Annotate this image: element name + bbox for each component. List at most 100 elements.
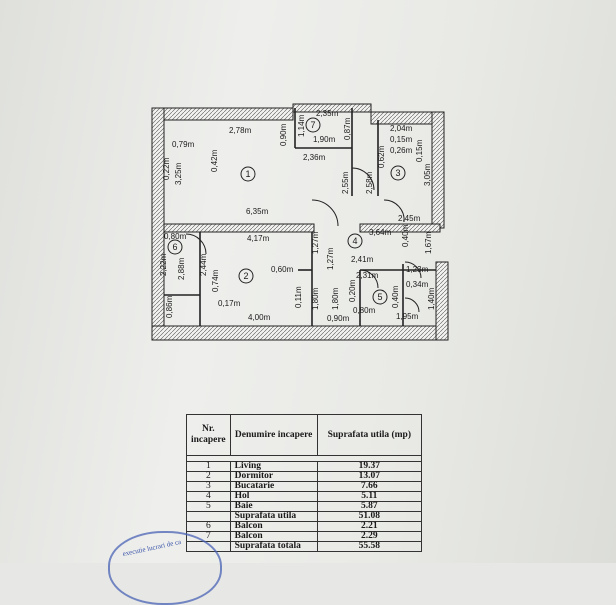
room-area: 2.29 xyxy=(316,531,423,542)
dimension-label: 0,26m xyxy=(390,146,413,155)
dimension-label: 2,55m xyxy=(341,171,350,194)
dimension-label: 1,27m xyxy=(311,231,320,254)
room-nr: 4 xyxy=(186,491,231,502)
room-numbers: 1 2 3 4 5 6 7 xyxy=(172,120,400,302)
dimension-label: 2,31m xyxy=(356,271,379,280)
dimension-label: 2,58m xyxy=(365,171,374,194)
dimension-label: 2,44m xyxy=(199,253,208,276)
dimension-label: 2,35m xyxy=(316,109,339,118)
room-name: Baie xyxy=(229,501,318,512)
dimension-label: 2,41m xyxy=(351,255,374,264)
dimension-label: 0,62m xyxy=(377,145,386,168)
room-nr: 1 xyxy=(186,461,231,472)
dimension-label: 1,90m xyxy=(313,135,336,144)
dimension-label: 0,80m xyxy=(353,306,376,315)
subtotal-row: Suprafata utila 51.08 xyxy=(186,511,423,522)
dimension-label: 4,00m xyxy=(248,313,271,322)
dimension-label: 1,67m xyxy=(424,231,433,254)
inner-walls xyxy=(164,108,436,326)
dimension-label: 1,14m xyxy=(297,114,306,137)
dimension-label: 1,40m xyxy=(427,287,436,310)
room-area: 13.07 xyxy=(316,471,423,482)
table-row: 2 Dormitor 13.07 xyxy=(186,471,423,482)
room-number-1: 1 xyxy=(245,169,250,179)
room-name: Balcon xyxy=(229,521,318,532)
room-name: Bucatarie xyxy=(229,481,318,492)
dimension-label: 2,88m xyxy=(177,257,186,280)
room-number-3: 3 xyxy=(395,168,400,178)
dimension-label: 0,74m xyxy=(211,269,220,292)
dimension-label: 0,87m xyxy=(343,117,352,140)
room-number-4: 4 xyxy=(352,236,357,246)
dimension-label: 0,22m xyxy=(162,157,171,180)
area-table: Nr. incapere Denumire incapere Suprafata… xyxy=(186,414,423,552)
dimension-label: 0,15m xyxy=(390,135,413,144)
dimension-label: 3,05m xyxy=(423,163,432,186)
room-number-6: 6 xyxy=(172,242,177,252)
dimension-label: 2,45m xyxy=(398,214,421,223)
total-value: 55.58 xyxy=(316,541,423,552)
table-row: 5 Baie 5.87 xyxy=(186,501,423,512)
total-label: Suprafata totala xyxy=(229,541,318,552)
room-area: 7.66 xyxy=(316,481,423,492)
room-number-2: 2 xyxy=(243,271,248,281)
dimension-label: 0,40m xyxy=(391,285,400,308)
dimension-label: 0,90m xyxy=(279,123,288,146)
room-area: 5.87 xyxy=(316,501,423,512)
room-nr: 6 xyxy=(186,521,231,532)
room-name: Dormitor xyxy=(229,471,318,482)
room-nr: 3 xyxy=(186,481,231,492)
column-header-name: Denumire incapere xyxy=(229,414,318,456)
dimension-label: 0,11m xyxy=(294,286,303,308)
dimension-label: 2,04m xyxy=(390,124,413,133)
dimension-label: 0,86m xyxy=(165,295,174,318)
dimension-label: 0,42m xyxy=(210,149,219,172)
room-area: 19.37 xyxy=(316,461,423,472)
column-header-area: Suprafata utila (mp) xyxy=(316,414,423,456)
dimension-label: 4,17m xyxy=(247,234,270,243)
column-header-nr: Nr. incapere xyxy=(186,414,231,456)
room-nr: 2 xyxy=(186,471,231,482)
room-area: 2.21 xyxy=(316,521,423,532)
door-swings xyxy=(185,167,422,313)
room-area: 5.11 xyxy=(316,491,423,502)
dimension-label: 1,95m xyxy=(396,312,419,321)
dimension-label: 0,80m xyxy=(164,232,187,241)
table-row: 1 Living 19.37 xyxy=(186,461,423,472)
dimension-label: 0,79m xyxy=(172,140,195,149)
floor-plan: 1 2 3 4 5 6 7 2,35m 1,14m 1,90m 0,87m 2,… xyxy=(151,103,449,341)
room-markers xyxy=(167,117,406,305)
room-name: Balcon xyxy=(229,531,318,542)
subtotal-value: 51.08 xyxy=(316,511,423,522)
dimension-label: 2,78m xyxy=(229,126,252,135)
table-row: 4 Hol 5.11 xyxy=(186,491,423,502)
dimension-label: 0,17m xyxy=(218,299,241,308)
outer-walls xyxy=(151,103,449,341)
room-number-5: 5 xyxy=(377,292,382,302)
dimension-label: 3,25m xyxy=(174,162,183,185)
room-nr: 5 xyxy=(186,501,231,512)
table-row: 6 Balcon 2.21 xyxy=(186,521,423,532)
dimension-label: 2,22m xyxy=(159,253,168,276)
dimension-label: 0,90m xyxy=(327,314,350,323)
table-header-row: Nr. incapere Denumire incapere Suprafata… xyxy=(186,414,423,456)
dimension-label: 0,60m xyxy=(271,265,294,274)
total-row: Suprafata totala 55.58 xyxy=(186,541,423,552)
room-number-7: 7 xyxy=(310,120,315,130)
dimension-label: 1,27m xyxy=(326,247,335,270)
dimension-label: 0,40m xyxy=(401,224,410,247)
dimension-label: 1,23m xyxy=(406,265,429,274)
dimension-label: 0,20m xyxy=(348,279,357,302)
room-name: Living xyxy=(229,461,318,472)
subtotal-label: Suprafata utila xyxy=(229,511,318,522)
dimension-label: 0,15m xyxy=(415,139,424,162)
dimension-label: 6,35m xyxy=(246,207,269,216)
table-row: 7 Balcon 2.29 xyxy=(186,531,423,542)
table-row: 3 Bucatarie 7.66 xyxy=(186,481,423,492)
dimension-label: 2,36m xyxy=(303,153,326,162)
dimension-label: 1,80m xyxy=(311,287,320,310)
room-name: Hol xyxy=(229,491,318,502)
dimension-labels: 2,35m 1,14m 1,90m 0,87m 2,04m 0,15m 0,26… xyxy=(159,109,436,323)
dimension-label: 0,34m xyxy=(406,280,429,289)
dimension-label: 3,64m xyxy=(369,228,392,237)
